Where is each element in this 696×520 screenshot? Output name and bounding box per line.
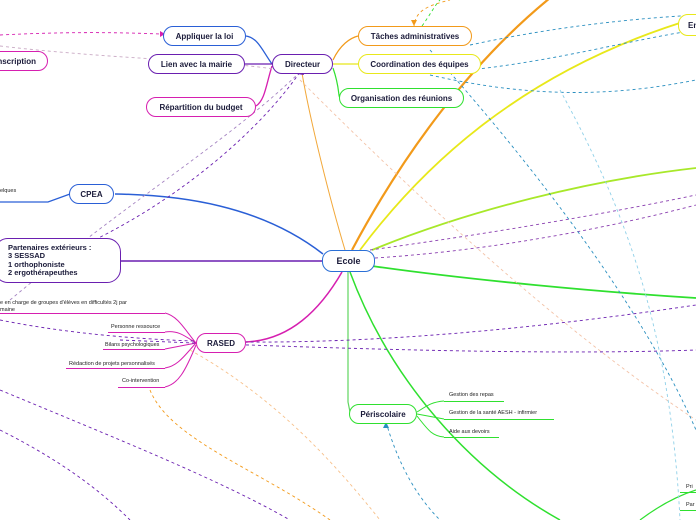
- node-ecole-center[interactable]: Ecole: [322, 250, 375, 272]
- branch-green-right: [371, 265, 696, 299]
- rased-leaf-bilans: Bilans psychologiques: [105, 342, 160, 348]
- rased-leaf-bilans-line: [103, 349, 165, 350]
- periscolaire-leaf-sante-line: [444, 419, 554, 420]
- partenaires-line-4: 2 ergothérapeuthes: [8, 268, 78, 277]
- rased-leaf-personne-line: [108, 332, 165, 333]
- node-organisation-reunions[interactable]: Organisation des réunions: [339, 88, 464, 108]
- node-inscription[interactable]: nscription: [0, 51, 48, 71]
- branch-directeur: [301, 72, 346, 251]
- node-repartition-budget[interactable]: Répartition du budget: [146, 97, 256, 117]
- bottom-right-leaf-pri-line: [680, 492, 696, 493]
- rased-leaf-groupes-line: [0, 313, 165, 314]
- node-partenaires-exterieurs[interactable]: Partenaires extérieurs : 3 SESSAD 1 orth…: [0, 238, 121, 283]
- link-budget: [255, 65, 273, 107]
- branch-cpea: [114, 193, 324, 255]
- periscolaire-leaf-repas-line: [444, 401, 504, 402]
- rased-leaf-redaction-line: [66, 368, 165, 369]
- rased-leaf-personne-ressource: Personne ressource: [111, 324, 161, 330]
- node-periscolaire[interactable]: Périscolaire: [349, 404, 417, 424]
- rased-leaf-groupes-cont: maine: [0, 307, 15, 313]
- node-coordination-equipes[interactable]: Coordination des équipes: [358, 54, 481, 74]
- rased-leaf-redaction: Rédaction de projets personnalisés: [69, 361, 155, 367]
- branch-bottom-right: [639, 489, 696, 520]
- cpea-leaf-line: [0, 193, 71, 203]
- node-directeur[interactable]: Directeur: [272, 54, 333, 74]
- branch-periscolaire: [347, 272, 351, 413]
- partenaires-line-3: 1 orthophoniste: [8, 259, 65, 269]
- node-edge-fragment[interactable]: En: [678, 14, 696, 36]
- branch-rased: [245, 271, 343, 343]
- node-lien-mairie[interactable]: Lien avec la mairie: [148, 54, 245, 74]
- periscolaire-leaf-devoirs-line: [444, 437, 499, 438]
- node-rased[interactable]: RASED: [196, 333, 246, 353]
- rased-leaf-cointervention-line: [118, 387, 165, 388]
- node-appliquer-la-loi[interactable]: Appliquer la loi: [163, 26, 246, 46]
- partenaires-line-1: Partenaires extérieurs :: [8, 242, 92, 252]
- link-appliquer: [245, 35, 273, 65]
- rased-leaf-groupes: e en charge de groupes d'élèves en diffi…: [0, 300, 127, 306]
- link-taches: [332, 35, 359, 61]
- partenaires-line-2: 3 SESSAD: [8, 251, 46, 260]
- bottom-right-leaf-par: Par: [686, 502, 695, 508]
- cpea-leaf: elques: [0, 188, 17, 194]
- bottom-right-leaf-pri: Pri: [686, 484, 693, 490]
- rased-leaf-cointervention: Co-intervention: [122, 378, 160, 384]
- periscolaire-leaf-repas: Gestion des repas: [449, 392, 494, 398]
- periscolaire-leaf-devoirs: Aide aux devoirs: [449, 429, 490, 435]
- node-taches-administratives[interactable]: Tâches administratives: [358, 26, 472, 46]
- periscolaire-leaf-sante: Gestion de la santé AESH - infirmier: [449, 410, 538, 416]
- branch-taches: [351, 0, 550, 251]
- branch-yellow-top: [359, 17, 696, 251]
- branch-lime: [371, 167, 696, 251]
- bottom-right-leaf-par-line: [680, 510, 696, 511]
- node-cpea[interactable]: CPEA: [69, 184, 114, 204]
